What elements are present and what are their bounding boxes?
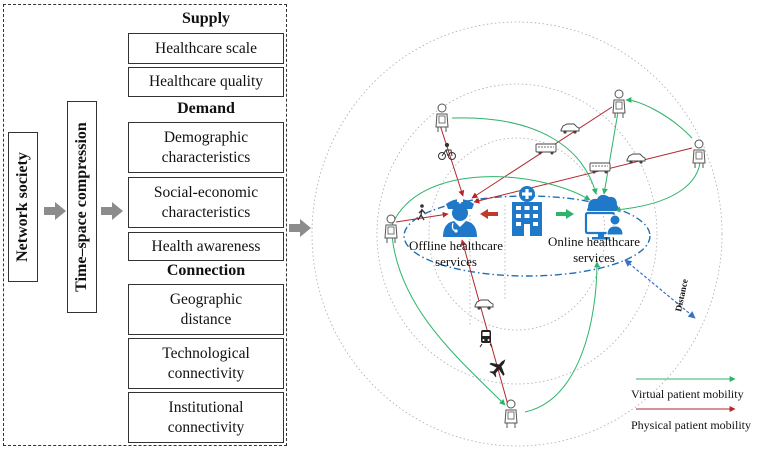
outer-range-circle <box>311 21 723 447</box>
demographic-box: Demographic characteristics <box>128 122 284 173</box>
distance-arrow <box>624 259 696 319</box>
institutional-box: Institutional connectivity <box>128 392 284 443</box>
factor-label: Healthcare scale <box>155 39 257 57</box>
factor-label: Geographic <box>169 290 243 308</box>
virtual-mobility-line <box>391 235 506 406</box>
factor-label: distance <box>180 310 232 328</box>
virtual-mobility-line <box>601 111 619 195</box>
online-label-line-2: services <box>573 250 615 265</box>
bus-icon <box>589 162 611 174</box>
healthcare-scale-box: Healthcare scale <box>128 33 284 64</box>
virtual-mobility-line <box>524 261 600 413</box>
factor-label: Social-economic <box>153 183 259 201</box>
arrow-right-icon <box>556 209 574 219</box>
walking-icon <box>417 204 426 221</box>
virtual-mobility-line <box>625 97 693 139</box>
factor-label: Institutional <box>168 398 244 416</box>
connection-title: Connection <box>166 262 246 279</box>
patient-icon <box>504 399 518 429</box>
physical-mobility-line <box>473 147 693 204</box>
factor-label: Demographic <box>163 128 249 146</box>
technological-box: Technological connectivity <box>128 338 284 389</box>
virtual-mobility-line <box>391 176 591 226</box>
physical-mobility-line <box>460 239 509 406</box>
network-society-box: Network society <box>8 132 38 282</box>
offline-label-line-2: services <box>435 254 477 269</box>
time-space-box: Time–space compression <box>67 101 97 313</box>
doctor-icon <box>443 197 477 237</box>
arrow-right-icon <box>101 202 123 225</box>
physical-mobility-line <box>395 211 449 223</box>
train-icon <box>479 330 493 348</box>
factor-label: Healthcare quality <box>148 73 264 90</box>
hospital-icon <box>512 186 542 236</box>
factor-label: characteristics <box>161 203 251 221</box>
middle-range-circle <box>376 83 658 385</box>
offline-label-line-1: Offline healthcare <box>409 238 503 253</box>
bus-icon <box>535 143 557 155</box>
arrow-right-icon <box>289 219 311 242</box>
physical-mobility-line <box>439 124 465 197</box>
factor-label: Technological <box>162 344 250 362</box>
virtual-legend-label: Virtual patient mobility <box>631 387 744 401</box>
airplane-icon <box>489 359 506 378</box>
physical-legend-label: Physical patient mobility <box>631 418 751 432</box>
framework-panel: Network society Time–space compression S… <box>3 4 287 446</box>
bicycle-icon <box>438 142 456 160</box>
factor-label: connectivity <box>167 364 245 382</box>
online-label-line-1: Online healthcare <box>548 234 640 249</box>
geographic-distance-box: Geographic distance <box>128 284 284 335</box>
car-icon <box>560 123 580 135</box>
healthcare-quality-box: Healthcare quality <box>128 67 284 97</box>
factor-label: Health awareness <box>151 237 261 255</box>
patient-icon <box>692 139 706 169</box>
health-awareness-box: Health awareness <box>128 232 284 261</box>
patient-icon <box>384 214 398 244</box>
social-economic-box: Social-economic characteristics <box>128 177 284 228</box>
online-doctor-icon <box>584 194 624 240</box>
arrow-left-icon <box>480 209 498 219</box>
demand-title: Demand <box>177 100 235 117</box>
patient-icon <box>435 103 449 133</box>
virtual-mobility-line <box>451 117 598 195</box>
car-icon <box>474 299 494 311</box>
arrow-right-icon <box>44 202 66 225</box>
supply-title: Supply <box>181 10 231 27</box>
factor-label: characteristics <box>161 148 251 166</box>
distance-label: Distance <box>673 278 690 312</box>
factor-label: connectivity <box>167 418 245 436</box>
physical-mobility-line <box>471 106 613 199</box>
patient-icon <box>612 89 626 119</box>
